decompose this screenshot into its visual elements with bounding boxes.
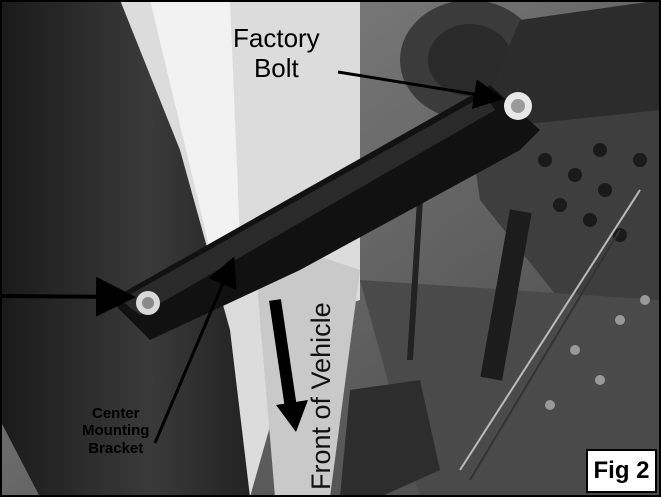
front-direction-arrow	[269, 299, 297, 409]
cable-2	[469, 229, 621, 481]
cable	[459, 189, 641, 471]
bracket-bolt-icon	[136, 291, 160, 315]
left-pointer-arrow	[0, 276, 136, 317]
figure-number-label: Fig 2	[586, 449, 657, 493]
center-bracket-arrow	[153, 256, 237, 444]
plate-holes	[538, 143, 647, 242]
light-area-2	[150, 0, 240, 250]
brake-line	[407, 199, 423, 361]
factory-bolt-label: Factory Bolt	[233, 23, 320, 84]
shock-absorber	[480, 209, 532, 381]
center-bracket-label-line2: Mounting	[82, 422, 150, 440]
factory-bolt-label-line2: Bolt	[253, 52, 299, 83]
front-direction-arrowhead	[276, 400, 308, 432]
center-bracket-label-line3: Bracket	[88, 439, 144, 457]
factory-bolt-label-line1: Factory	[233, 23, 320, 53]
plate	[470, 110, 661, 330]
suspension-spring-core	[428, 24, 512, 96]
center-bracket-label-line1: Center	[91, 405, 140, 422]
center-bracket-label: Center Mounting Bracket	[82, 405, 149, 457]
factory-bolt-icon	[504, 92, 532, 120]
factory-bolt-arrow	[337, 70, 504, 109]
floor-bolts	[545, 295, 650, 410]
front-of-vehicle-label: Front of Vehicle	[306, 302, 336, 490]
floor-pan	[360, 280, 661, 497]
frame-rail	[0, 0, 250, 497]
differential	[340, 380, 440, 497]
